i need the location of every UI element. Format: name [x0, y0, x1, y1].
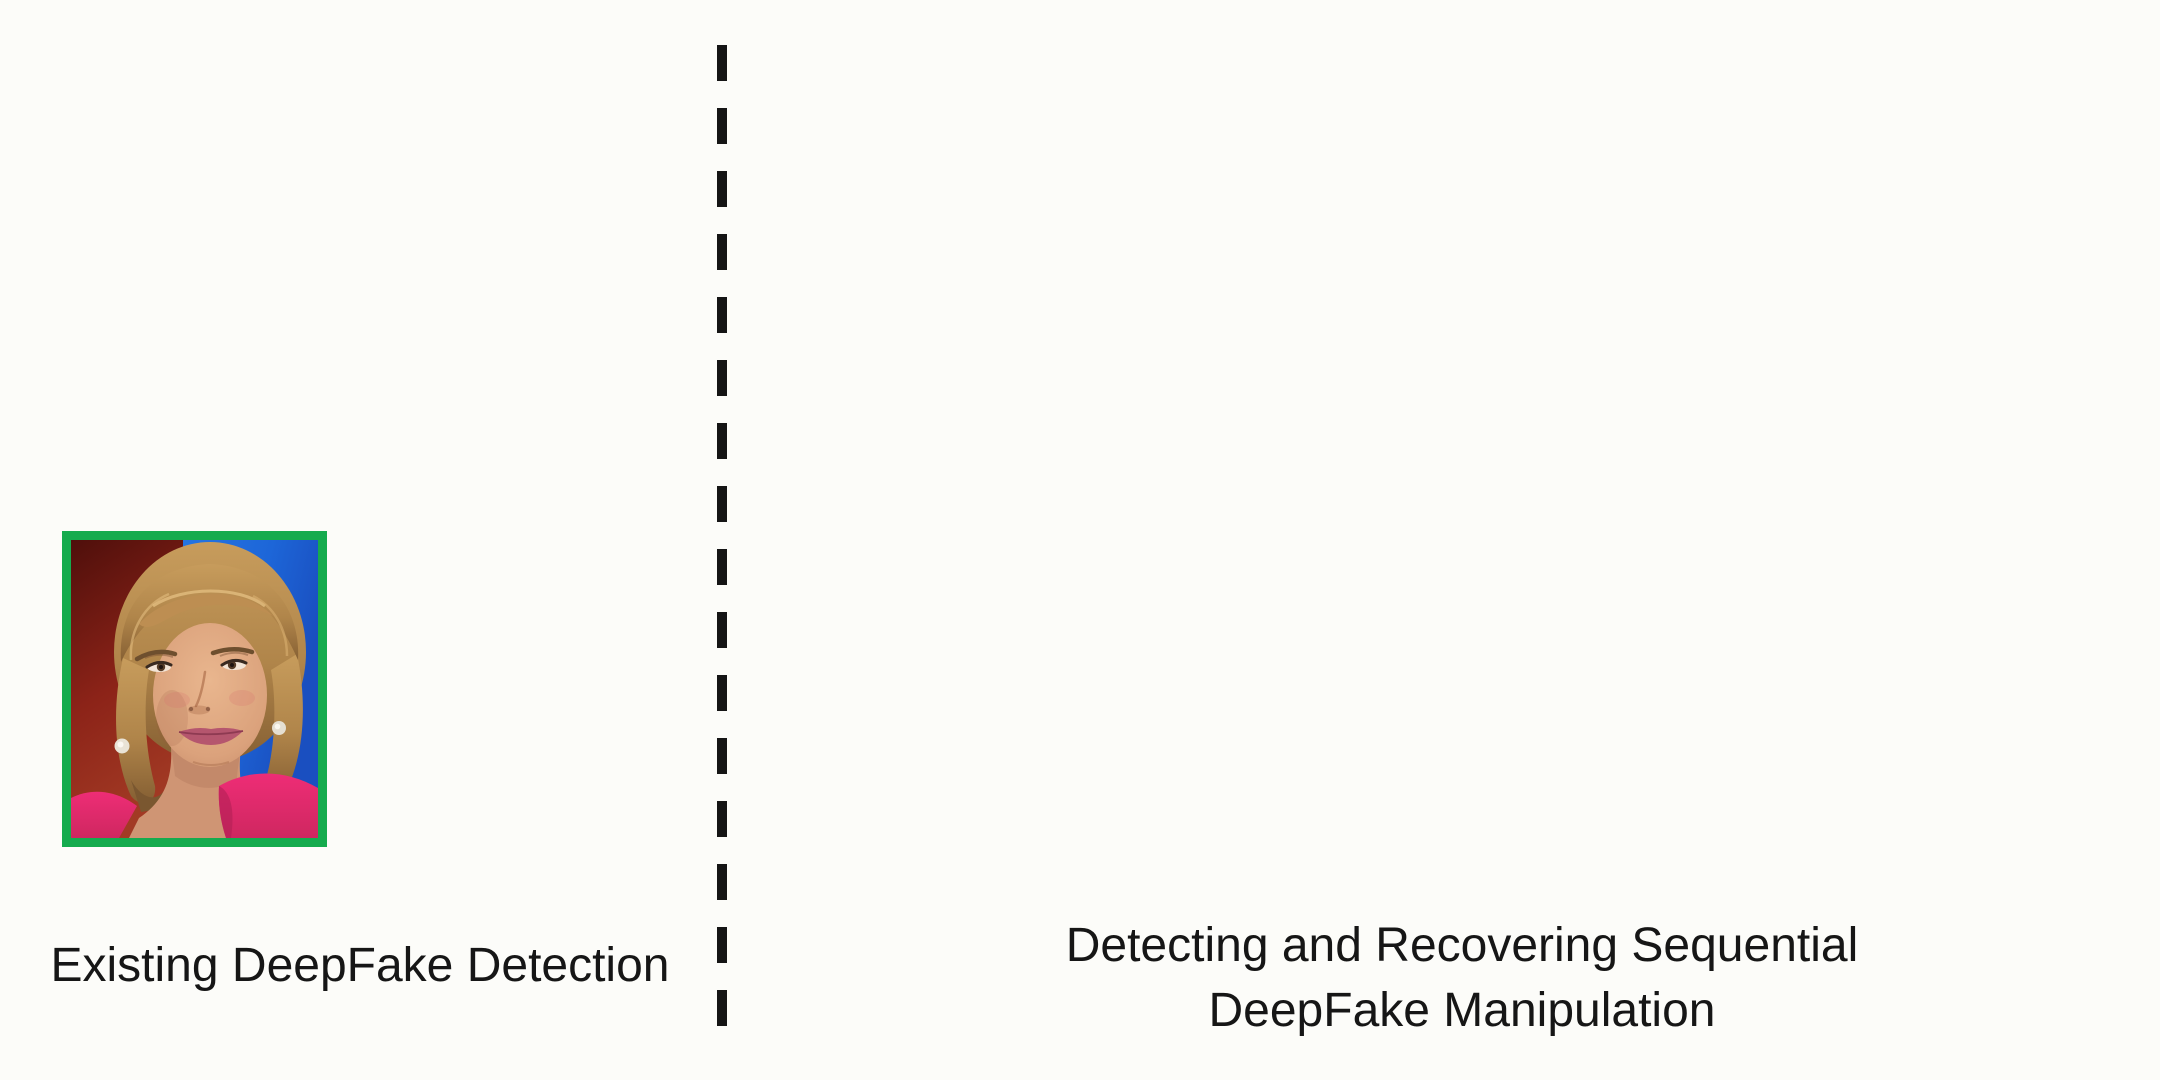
face-photo-illustration: [71, 540, 318, 838]
right-caption-line1: Detecting and Recovering Sequential: [1065, 919, 1859, 972]
left-caption: Existing DeepFake Detection: [50, 939, 670, 992]
right-caption-line2: DeepFake Manipulation: [1208, 984, 1716, 1037]
detected-face-frame: [62, 531, 327, 847]
right-caption: Detecting and Recovering Sequential Deep…: [760, 913, 2160, 1043]
dashed-divider: [717, 45, 727, 1045]
